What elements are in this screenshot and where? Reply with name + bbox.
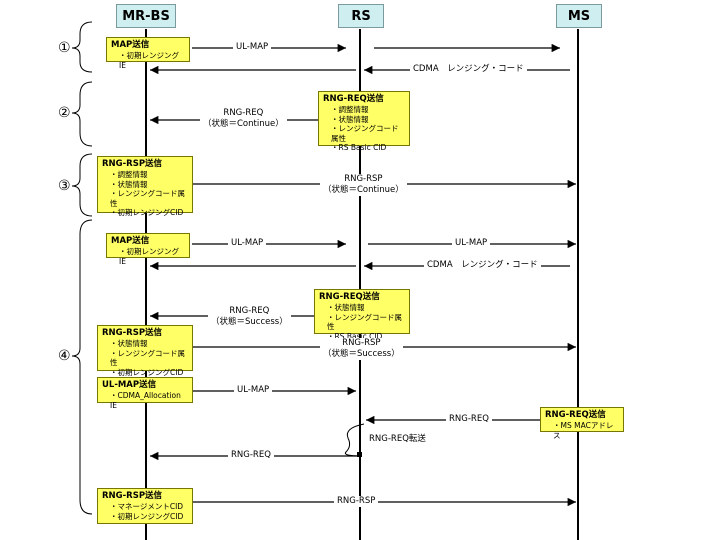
action-box-rng-rsp-final: RNG-RSP送信 マネージメントCID 初期レンジングCID	[97, 488, 193, 524]
message-label-cdma-4: CDMA レンジング・コード	[424, 260, 541, 271]
phase-number-2: ②	[58, 105, 71, 121]
box-item: 調整情報	[331, 105, 405, 115]
message-label-rng-req-forward: RNG-REQ転送	[369, 434, 426, 444]
message-label-rng-req-2: RNG-REQ （状態＝Continue）	[200, 108, 287, 130]
box-title: RNG-REQ送信	[323, 94, 384, 104]
phase-number-4: ④	[58, 348, 71, 364]
message-label-cdma-1: CDMA レンジング・コード	[410, 64, 527, 75]
box-item: レンジングコード属性	[110, 189, 188, 208]
box-item: 状態情報	[331, 115, 405, 125]
lane-header-ms: MS	[556, 4, 602, 28]
message-line-2: （状態＝Success）	[211, 317, 288, 327]
action-box-rng-rsp-4: RNG-RSP送信 状態情報 レンジングコード属性 初期レンジングCID	[97, 325, 193, 377]
message-label-rng-req-final: RNG-REQ	[228, 450, 274, 461]
message-label-rng-rsp-final: RNG-RSP	[334, 496, 379, 507]
box-item: レンジングコード属性	[331, 124, 405, 143]
phase-brace-1	[71, 21, 93, 73]
lane-header-rs: RS	[338, 4, 384, 28]
box-item: レンジングコード属性	[327, 313, 405, 332]
message-line-2: （状態＝Continue）	[203, 119, 284, 129]
action-box-rng-req-2: RNG-REQ送信 調整情報 状態情報 レンジングコード属性 RS Basic …	[318, 91, 410, 152]
message-line-1: RNG-RSP	[344, 174, 383, 184]
box-item: 調整情報	[110, 170, 188, 180]
box-item: 初期レンジングIE	[119, 51, 185, 70]
message-label-ul-map-4a: UL-MAP	[228, 238, 267, 249]
phase-brace-2	[71, 81, 93, 147]
box-title: UL-MAP送信	[102, 380, 157, 390]
phase-brace-4	[71, 219, 93, 515]
forward-point	[357, 452, 362, 457]
phase-brace-3	[71, 153, 93, 217]
message-label-rng-rsp-4: RNG-RSP （状態＝Success）	[320, 338, 403, 360]
message-line-2: （状態＝Continue）	[323, 185, 404, 195]
box-item: 初期レンジングCID	[110, 208, 188, 218]
action-box-rng-rsp-3: RNG-RSP送信 調整情報 状態情報 レンジングコード属性 初期レンジングCI…	[97, 156, 193, 217]
box-item: 状態情報	[327, 303, 405, 313]
box-item: RS Basic CID	[331, 143, 405, 153]
box-item: MS MACアドレス	[553, 421, 619, 440]
box-item: 初期レンジングCID	[110, 368, 188, 378]
box-title: MAP送信	[111, 40, 150, 50]
box-title: MAP送信	[111, 236, 150, 246]
box-item: 初期レンジングIE	[119, 247, 185, 266]
message-label-rng-rsp-3: RNG-RSP （状態＝Continue）	[320, 174, 407, 196]
action-box-map-4: MAP送信 初期レンジングIE	[106, 233, 190, 266]
message-label-rng-req-4: RNG-REQ （状態＝Success）	[208, 306, 291, 328]
action-box-rng-req-ms: RNG-REQ送信 MS MACアドレス	[540, 407, 624, 440]
message-line-2: （状態＝Success）	[323, 349, 400, 359]
box-item: CDMA_Allocation IE	[110, 391, 188, 410]
action-box-rng-req-4: RNG-REQ送信 状態情報 レンジングコード属性 RS Basic CID	[314, 289, 410, 341]
box-item: 状態情報	[110, 339, 188, 349]
message-label-rng-req-ms: RNG-REQ	[446, 414, 492, 425]
message-line-1: RNG-RSP	[342, 338, 381, 348]
box-item: RS Basic CID	[327, 332, 405, 342]
message-label-ul-map-4c: UL-MAP	[234, 385, 273, 396]
box-title: RNG-REQ送信	[319, 292, 380, 302]
box-title: RNG-RSP送信	[102, 328, 163, 338]
forward-loop	[344, 423, 365, 457]
box-title: RNG-RSP送信	[102, 491, 163, 501]
box-item: マネージメントCID	[110, 502, 188, 512]
box-item: レンジングコード属性	[110, 349, 188, 368]
box-title: RNG-REQ送信	[545, 410, 606, 420]
box-title: RNG-RSP送信	[102, 159, 163, 169]
box-item: 初期レンジングCID	[110, 512, 188, 522]
action-box-map-1: MAP送信 初期レンジングIE	[106, 37, 190, 70]
box-item: 状態情報	[110, 180, 188, 190]
phase-number-1: ①	[58, 40, 71, 56]
message-label-ul-map-1: UL-MAP	[233, 42, 272, 53]
message-label-ul-map-4b: UL-MAP	[452, 238, 491, 249]
message-line-1: RNG-REQ	[223, 108, 264, 118]
phase-number-3: ③	[58, 178, 71, 194]
message-line-1: RNG-REQ	[229, 306, 270, 316]
lane-header-mrbs: MR-BS	[116, 4, 176, 28]
action-box-ul-map: UL-MAP送信 CDMA_Allocation IE	[97, 377, 193, 410]
